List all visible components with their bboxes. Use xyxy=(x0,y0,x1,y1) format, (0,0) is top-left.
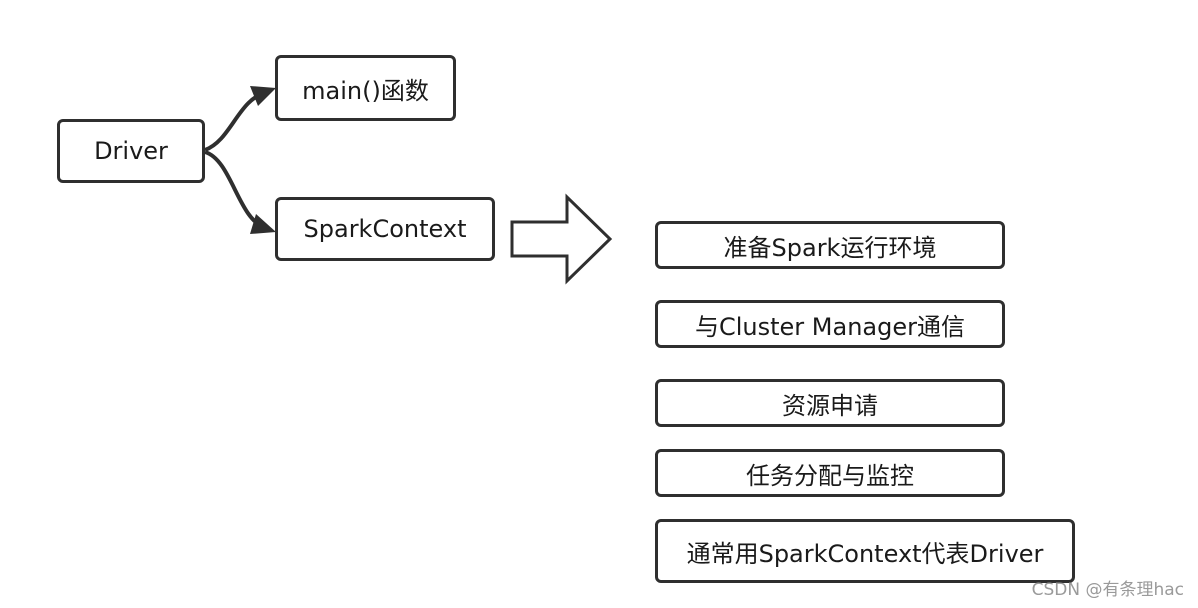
spark-context-node: SparkContext xyxy=(275,197,495,261)
responsibility-label: 任务分配与监控 xyxy=(746,461,914,490)
responsibility-label: 通常用SparkContext代表Driver xyxy=(686,539,1044,568)
responsibility-communicate-cluster-manager: 与Cluster Manager通信 xyxy=(655,300,1005,348)
responsibility-prepare-environment: 准备Spark运行环境 xyxy=(655,221,1005,269)
arrowhead-main xyxy=(250,86,276,106)
responsibility-task-assignment-monitoring: 任务分配与监控 xyxy=(655,449,1005,497)
watermark: CSDN @有条理hac xyxy=(1031,580,1184,600)
spark-context-label: SparkContext xyxy=(303,215,467,243)
responsibility-label: 准备Spark运行环境 xyxy=(723,233,937,262)
responsibility-label: 资源申请 xyxy=(782,391,878,420)
main-function-node: main()函数 xyxy=(275,55,456,121)
main-function-label: main()函数 xyxy=(302,76,429,105)
responsibility-resource-request: 资源申请 xyxy=(655,379,1005,427)
responsibility-label: 与Cluster Manager通信 xyxy=(694,312,965,341)
big-right-arrow xyxy=(510,193,613,285)
responsibility-represents-driver: 通常用SparkContext代表Driver xyxy=(655,519,1075,583)
arrowhead-sparkcontext xyxy=(250,214,276,234)
driver-node: Driver xyxy=(57,119,205,183)
driver-label: Driver xyxy=(94,137,168,165)
